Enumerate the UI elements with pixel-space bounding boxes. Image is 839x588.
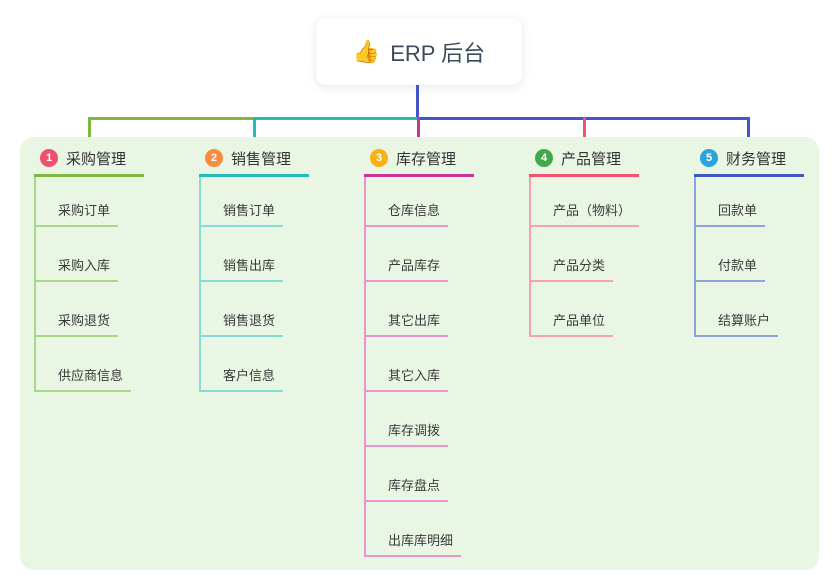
root-node[interactable]: 👍 ERP 后台 (316, 18, 522, 85)
branch-items: 回款单 付款单 结算账户 (694, 177, 804, 337)
node-item-label: 其它入库 (366, 365, 449, 392)
node-item[interactable]: 销售出库 (201, 227, 309, 282)
node-item-label: 产品库存 (366, 255, 449, 282)
node-item[interactable]: 付款单 (696, 227, 804, 282)
node-item[interactable]: 产品库存 (366, 227, 474, 282)
node-item-label: 出库库明细 (366, 530, 462, 557)
node-item[interactable]: 回款单 (696, 177, 804, 227)
branch-purchase: 1 采购管理 采购订单 采购入库 采购退货 供应商信息 (34, 148, 144, 392)
node-item[interactable]: 采购订单 (36, 177, 144, 227)
branch-items: 仓库信息 产品库存 其它出库 其它入库 库存调拨 库存盘点 出库库明细 (364, 177, 474, 557)
node-item[interactable]: 产品（物料） (531, 177, 640, 227)
trunk-line-sales (253, 117, 419, 120)
node-item[interactable]: 产品单位 (531, 282, 639, 337)
branches-panel (20, 137, 819, 570)
branch-label: 库存管理 (396, 150, 457, 168)
node-item-label: 产品单位 (531, 310, 614, 337)
node-item-label: 销售退货 (201, 310, 284, 337)
trunk-vertical-line (416, 85, 419, 120)
branch-header-product[interactable]: 4 产品管理 (529, 148, 639, 177)
node-item-label: 销售出库 (201, 255, 284, 282)
node-item-label: 其它出库 (366, 310, 449, 337)
node-item[interactable]: 库存盘点 (366, 447, 474, 502)
node-item[interactable]: 仓库信息 (366, 177, 474, 227)
node-item[interactable]: 供应商信息 (36, 337, 144, 392)
branch-inventory: 3 库存管理 仓库信息 产品库存 其它出库 其它入库 库存调拨 库存盘点 出库库… (364, 148, 474, 557)
node-item[interactable]: 出库库明细 (366, 502, 474, 557)
node-item-label: 客户信息 (201, 365, 284, 392)
drop-line-finance (747, 117, 750, 147)
node-item-label: 采购退货 (36, 310, 119, 337)
node-item[interactable]: 其它入库 (366, 337, 474, 392)
drop-line-inventory (417, 117, 420, 147)
node-item-label: 结算账户 (696, 310, 779, 337)
branch-header-purchase[interactable]: 1 采购管理 (34, 148, 144, 177)
node-item[interactable]: 客户信息 (201, 337, 309, 392)
drop-line-purchase (88, 117, 91, 147)
branch-number-badge: 3 (370, 149, 388, 167)
branch-items: 销售订单 销售出库 销售退货 客户信息 (199, 177, 309, 392)
root-title: ERP 后台 (390, 40, 486, 66)
branch-items: 采购订单 采购入库 采购退货 供应商信息 (34, 177, 144, 392)
node-item-label: 库存调拨 (366, 420, 449, 447)
branch-number-badge: 5 (700, 149, 718, 167)
branch-sales: 2 销售管理 销售订单 销售出库 销售退货 客户信息 (199, 148, 309, 392)
node-item-label: 产品分类 (531, 255, 614, 282)
branch-label: 销售管理 (231, 150, 292, 168)
branch-number-badge: 4 (535, 149, 553, 167)
node-item-label: 仓库信息 (366, 200, 449, 227)
node-item[interactable]: 其它出库 (366, 282, 474, 337)
branch-finance: 5 财务管理 回款单 付款单 结算账户 (694, 148, 804, 337)
branch-header-inventory[interactable]: 3 库存管理 (364, 148, 474, 177)
branch-number-badge: 1 (40, 149, 58, 167)
drop-line-sales (253, 117, 256, 147)
node-item-label: 库存盘点 (366, 475, 449, 502)
node-item-label: 回款单 (696, 200, 766, 227)
thumbs-up-icon: 👍 (352, 38, 381, 64)
branch-items: 产品（物料） 产品分类 产品单位 (529, 177, 640, 337)
node-item[interactable]: 采购退货 (36, 282, 144, 337)
branch-header-finance[interactable]: 5 财务管理 (694, 148, 804, 177)
node-item-label: 供应商信息 (36, 365, 132, 392)
node-item[interactable]: 结算账户 (696, 282, 804, 337)
branch-header-sales[interactable]: 2 销售管理 (199, 148, 309, 177)
node-item-label: 采购订单 (36, 200, 119, 227)
branch-number-badge: 2 (205, 149, 223, 167)
node-item[interactable]: 销售订单 (201, 177, 309, 227)
node-item[interactable]: 库存调拨 (366, 392, 474, 447)
node-item-label: 销售订单 (201, 200, 284, 227)
node-item-label: 付款单 (696, 255, 766, 282)
node-item[interactable]: 销售退货 (201, 282, 309, 337)
node-item[interactable]: 采购入库 (36, 227, 144, 282)
node-item-label: 采购入库 (36, 255, 119, 282)
branch-label: 财务管理 (726, 150, 787, 168)
branch-product: 4 产品管理 产品（物料） 产品分类 产品单位 (529, 148, 640, 337)
branch-label: 产品管理 (561, 150, 622, 168)
branch-label: 采购管理 (66, 150, 127, 168)
node-item[interactable]: 产品分类 (531, 227, 639, 282)
node-item-label: 产品（物料） (531, 200, 640, 227)
drop-line-product (583, 117, 586, 147)
